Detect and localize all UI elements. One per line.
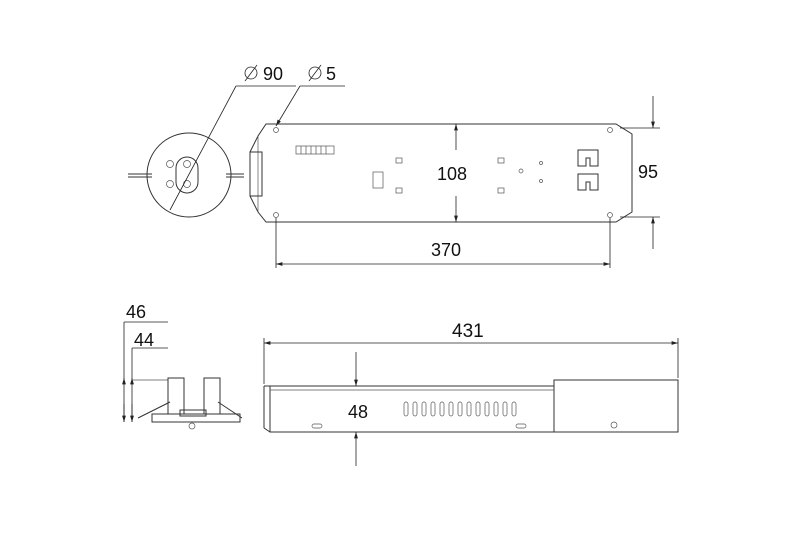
- driver-box-side-view: 431 48: [263, 321, 679, 466]
- height-46-label: 46: [126, 302, 146, 322]
- diameter-90-label: 90: [263, 64, 283, 84]
- round-sensor-top: [128, 132, 244, 218]
- top-view: 90 5: [128, 64, 660, 268]
- driver-box-top: [249, 123, 633, 223]
- sensor-side-view: 46 44: [122, 302, 243, 430]
- diameter-5-label: 5: [326, 64, 336, 84]
- height-44-label: 44: [134, 330, 154, 350]
- width-108-label: 108: [437, 164, 467, 184]
- spacing-370-label: 370: [431, 240, 461, 260]
- height-48-label: 48: [348, 402, 368, 422]
- depth-95-label: 95: [638, 162, 658, 182]
- diameter-leaders: [169, 64, 345, 211]
- length-431-label: 431: [452, 321, 484, 342]
- vent-slots: [403, 401, 517, 417]
